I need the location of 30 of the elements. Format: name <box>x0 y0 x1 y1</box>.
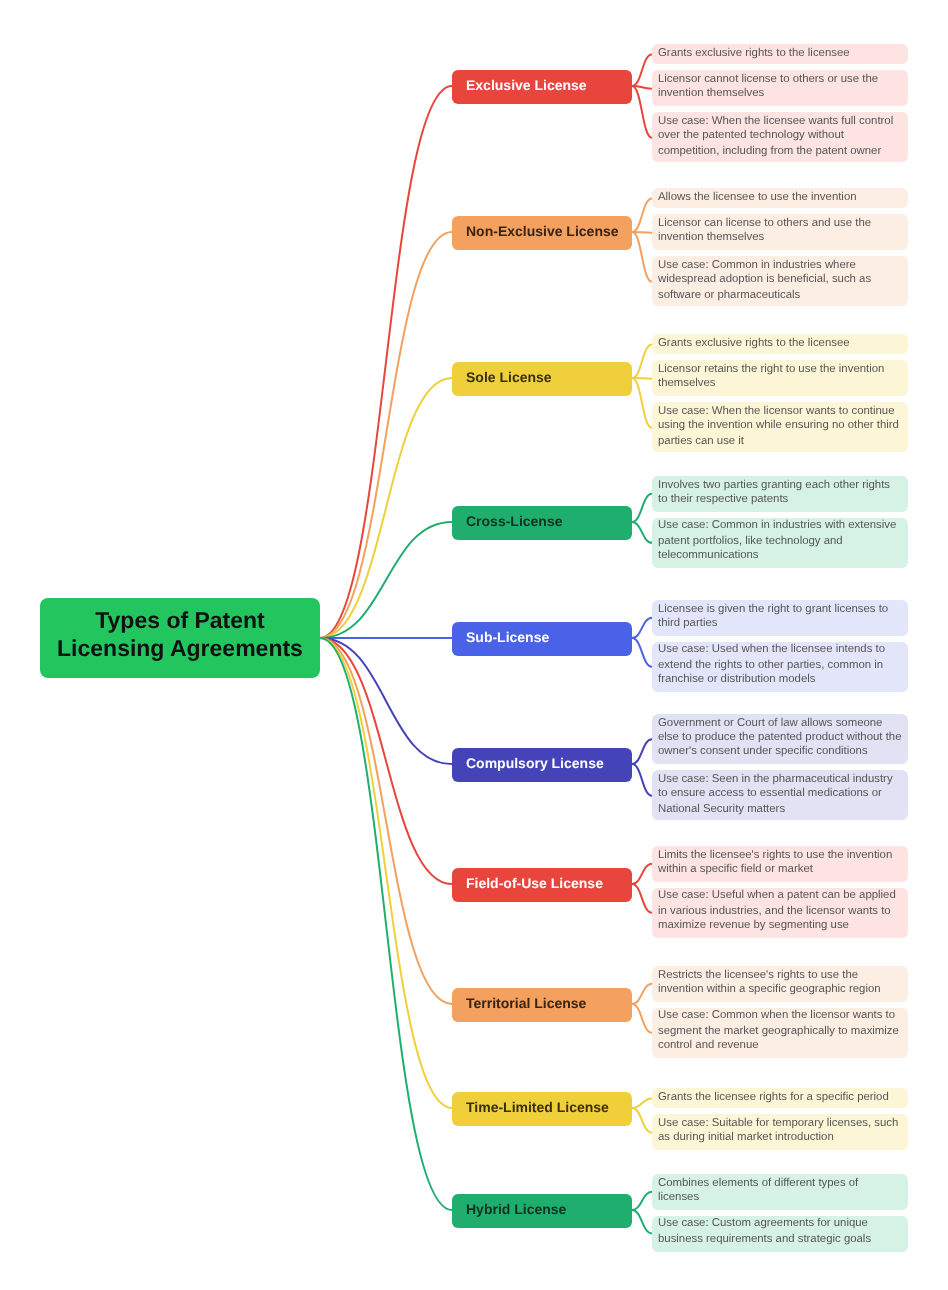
connector-line <box>631 1209 653 1235</box>
connector-line <box>631 231 653 234</box>
connector-line <box>631 862 653 885</box>
connector-line <box>631 1107 653 1134</box>
connector-line <box>631 637 653 668</box>
connector-line <box>631 982 653 1005</box>
central-topic-box: Types of Patent Licensing Agreements <box>40 598 320 678</box>
connector-line <box>631 343 653 379</box>
connector-line <box>631 197 653 233</box>
connector-line <box>319 637 453 885</box>
connector-line <box>631 85 653 139</box>
connector-line <box>319 377 453 639</box>
connector-line <box>631 738 653 765</box>
connector-line <box>631 53 653 87</box>
connector-line <box>631 763 653 797</box>
connector-line <box>631 883 653 914</box>
connector-line <box>631 492 653 523</box>
connector-line <box>631 377 653 380</box>
connector-line <box>631 521 653 544</box>
connector-line <box>631 1003 653 1034</box>
connector-line <box>319 637 453 1109</box>
connector-line <box>319 637 453 1211</box>
connector-line <box>631 231 653 283</box>
connector-line <box>631 377 653 429</box>
connector-line <box>631 85 653 90</box>
connector-line <box>631 1190 653 1211</box>
connector-line <box>631 1097 653 1109</box>
connector-line <box>319 637 453 765</box>
connector-line <box>319 85 453 639</box>
connector-line <box>631 616 653 639</box>
